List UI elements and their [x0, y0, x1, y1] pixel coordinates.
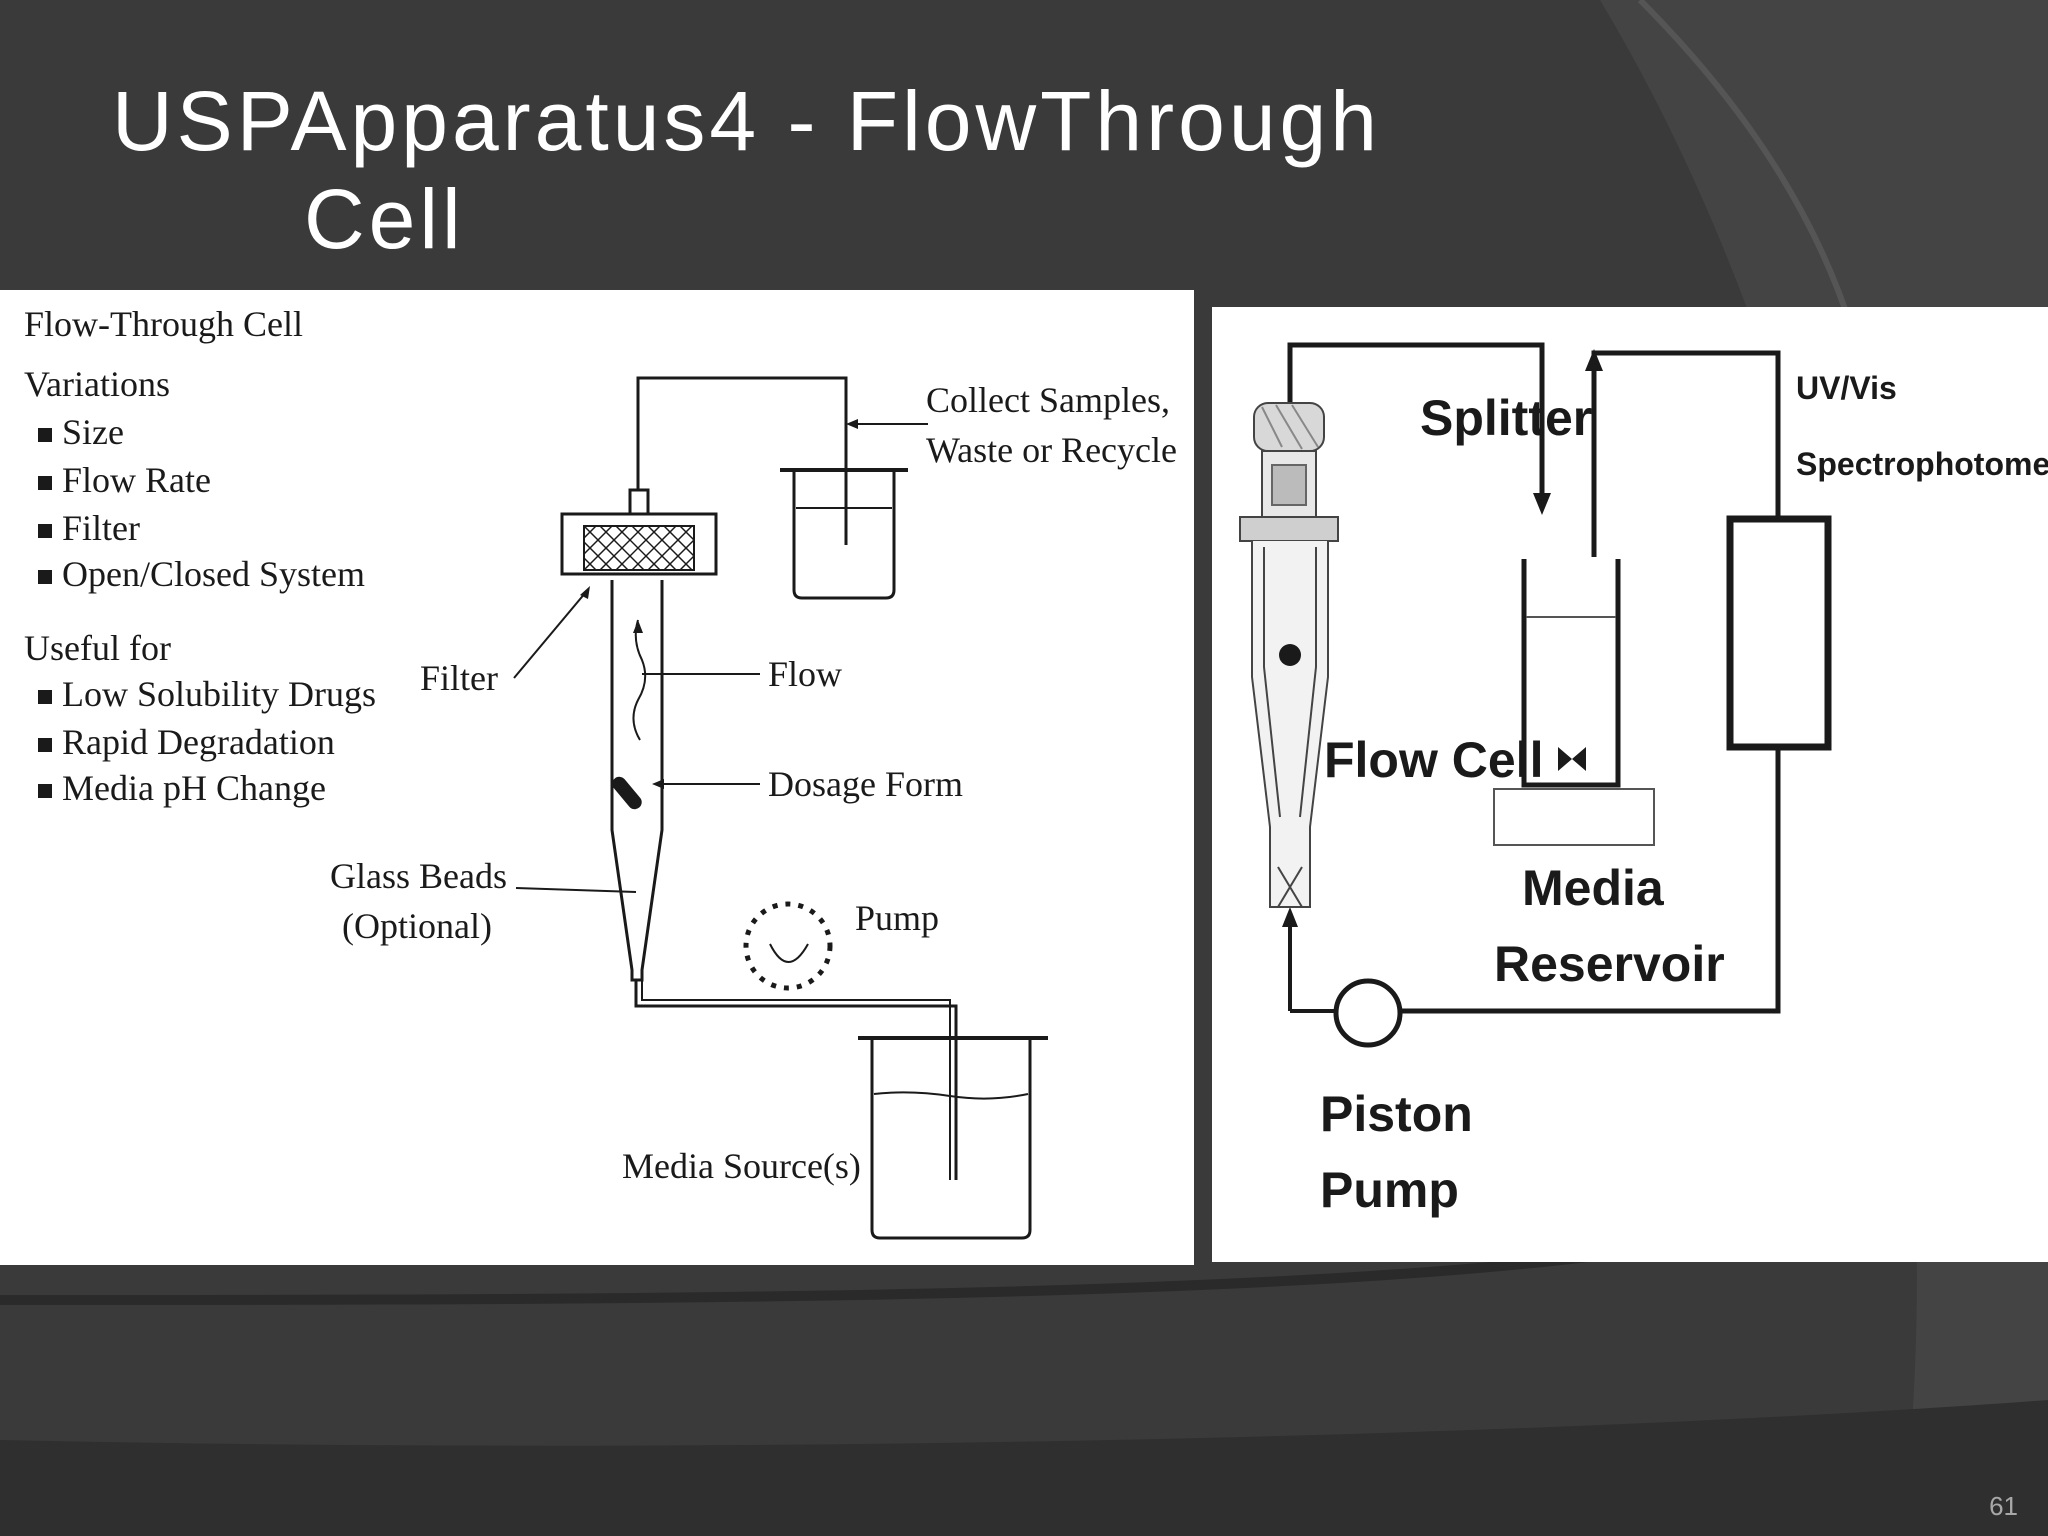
flow-through-cell-diagram: Flow-Through Cell Variations Size Flow R… — [0, 290, 1194, 1265]
uvvis-label-line1: UV/Vis — [1796, 370, 1897, 406]
outlet-tube — [636, 376, 848, 545]
cell-head — [560, 488, 718, 576]
arrowhead-icon — [1585, 349, 1603, 371]
piston-pump-label-line1: Piston — [1320, 1086, 1473, 1142]
bullet-icon — [38, 738, 52, 752]
title-line-2: Cell — [304, 172, 465, 266]
media-source-label: Media Source(s) — [622, 1146, 861, 1186]
flow-through-cell-svg: Flow-Through Cell Variations Size Flow R… — [24, 304, 1177, 1240]
flow-cell-label: Flow Cell — [1324, 732, 1543, 788]
page-number: 61 — [1989, 1491, 2018, 1521]
filter-label: Filter — [420, 658, 498, 698]
uvvis-cuvette — [1726, 515, 1832, 751]
variations-heading: Variations — [24, 364, 170, 404]
flow-cell-icon — [1239, 402, 1339, 908]
arrowhead-icon — [1282, 907, 1298, 927]
variation-item: Open/Closed System — [62, 554, 365, 594]
collect-label-line2: Waste or Recycle — [926, 430, 1177, 470]
bullet-icon — [38, 690, 52, 704]
arrowhead-icon — [846, 419, 858, 429]
slide-title: USPApparatus4 - FlowThrough Cell — [112, 72, 1612, 268]
collection-beaker — [780, 468, 908, 600]
filter-pointer — [513, 591, 587, 679]
bullet-icon — [38, 428, 52, 442]
useful-item: Low Solubility Drugs — [62, 674, 376, 714]
pump-label: Pump — [855, 898, 939, 938]
flow-wavy-line — [632, 619, 647, 741]
media-reservoir-label-line2: Reservoir — [1494, 936, 1725, 992]
dosage-form-tablet — [612, 776, 642, 810]
bullet-icon — [38, 524, 52, 538]
arrowhead-icon — [1533, 493, 1551, 515]
pump-icon — [743, 901, 833, 991]
glass-beads-pointer — [515, 887, 637, 893]
title-line-1: USPApparatus4 - FlowThrough — [112, 74, 1381, 168]
piston-pump-icon — [1333, 978, 1403, 1048]
media-reservoir-label-line1: Media — [1522, 860, 1665, 916]
uvvis-label-line2: Spectrophotometer — [1796, 446, 2048, 482]
reservoir-line — [1362, 747, 1781, 1014]
glass-beads-label-line1: Glass Beads — [330, 856, 507, 896]
arrowhead-icon — [652, 779, 664, 789]
useful-item: Media pH Change — [62, 768, 326, 808]
system-schematic-svg: UV/Vis Spectrophotometer Splitter Flow C… — [1239, 342, 2048, 1218]
splitter-line-in — [1287, 342, 1545, 497]
splitter-label: Splitter — [1420, 390, 1592, 446]
media-source-beaker — [858, 1036, 1048, 1240]
flow-label: Flow — [768, 654, 842, 694]
diagram-heading: Flow-Through Cell — [24, 304, 303, 344]
bullet-icon — [38, 476, 52, 490]
variation-item: Flow Rate — [62, 460, 211, 500]
useful-item: Rapid Degradation — [62, 722, 335, 762]
bullet-icon — [38, 570, 52, 584]
arrowhead-icon — [633, 620, 643, 633]
system-schematic-diagram: UV/Vis Spectrophotometer Splitter Flow C… — [1212, 307, 2048, 1262]
dosage-form-label: Dosage Form — [768, 764, 963, 804]
media-reservoir-beaker — [1493, 559, 1655, 846]
variation-item: Size — [62, 412, 124, 452]
arrowhead-icon — [580, 586, 590, 599]
return-line — [1591, 350, 1781, 557]
glass-beads-label-line2: (Optional) — [342, 906, 492, 946]
collect-label-line1: Collect Samples, — [926, 380, 1170, 420]
piston-pump-label-line2: Pump — [1320, 1162, 1459, 1218]
variation-item: Filter — [62, 508, 140, 548]
bullet-icon — [38, 784, 52, 798]
inlet-tube — [634, 980, 958, 1180]
useful-heading: Useful for — [24, 628, 171, 668]
